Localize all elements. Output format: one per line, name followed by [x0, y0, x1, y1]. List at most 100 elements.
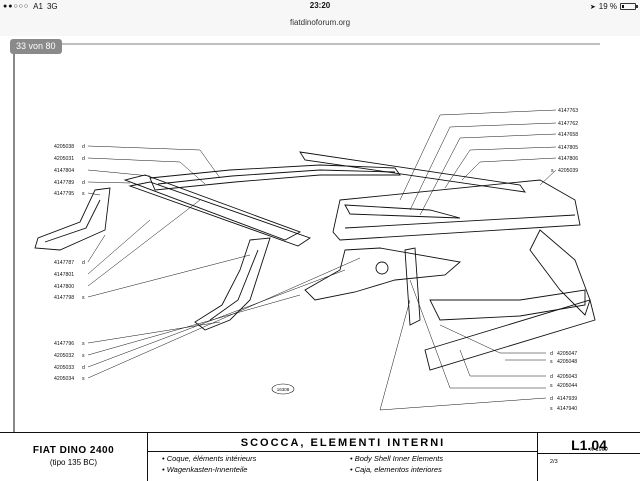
- leader-4147789: [87, 181, 131, 184]
- part-number-label: 4147789: [54, 180, 74, 186]
- roof-cross-member: [123, 174, 302, 241]
- leader-4205034: [87, 257, 361, 379]
- description-en: • Body Shell Inner Elements: [350, 454, 444, 463]
- part-number-label: 4205033: [54, 365, 74, 371]
- title-cell: SCOCCA, ELEMENTI INTERNI • Coque, élémen…: [148, 433, 538, 481]
- part-number-label: 4147796: [54, 341, 74, 347]
- leader-4205043: [459, 349, 546, 377]
- side-marker: d: [82, 144, 85, 150]
- part-number-label: 4147795: [54, 191, 74, 197]
- part-number-label: 4205039: [558, 168, 578, 174]
- sill-upper: [429, 289, 586, 321]
- part-number-label: 4147805: [558, 145, 578, 151]
- leader-4205031: [87, 157, 206, 185]
- part-number-label: 4205031: [54, 156, 74, 162]
- side-marker: s: [82, 295, 85, 301]
- part-number-label: 4147806: [558, 156, 578, 162]
- leader-4205047: [439, 324, 546, 354]
- c-pillar-right: [529, 229, 591, 316]
- drawing-stamp: 16308: [277, 387, 290, 392]
- leader-4147795: [87, 192, 101, 196]
- side-marker: d: [550, 396, 553, 402]
- description-de: • Wagenkasten-Innenteile: [162, 465, 248, 474]
- leader-4147798: [87, 254, 251, 298]
- a-pillar-left: [34, 187, 111, 251]
- leader-4147806: [461, 157, 557, 181]
- leader-4147800: [87, 199, 201, 287]
- leader-4147763: [399, 109, 557, 201]
- leader-4205032: [87, 294, 301, 356]
- part-number-label: 4205032: [54, 353, 74, 359]
- drawing-stamp-outline: [271, 383, 295, 395]
- leader-4147796: [87, 321, 221, 344]
- part-number-label: 4147658: [558, 132, 578, 138]
- leader-4147939: [379, 299, 547, 411]
- part-number-label: 4205048: [557, 359, 577, 365]
- side-marker: d: [550, 374, 553, 380]
- leader-4147804: [87, 169, 151, 177]
- roof-rail-right-upper: [299, 151, 526, 193]
- roof-cross-member-inner: [128, 181, 312, 247]
- network-type: 3G: [46, 2, 58, 11]
- side-marker: s: [82, 353, 85, 359]
- windshield-header-edge: [344, 214, 576, 229]
- side-marker: s: [82, 341, 85, 347]
- sheet-date: X-1969: [590, 447, 608, 453]
- side-marker: d: [82, 180, 85, 186]
- battery-percent: 19 %: [598, 2, 617, 11]
- part-number-label: 4147763: [558, 108, 578, 114]
- leader-4147762: [409, 122, 557, 211]
- carrier-name: A1: [33, 2, 43, 11]
- url-text[interactable]: fiatdinoforum.org: [289, 18, 351, 27]
- side-marker: d: [550, 351, 553, 357]
- battery-icon: [620, 3, 638, 10]
- description-fr: • Coque, éléments intérieurs: [162, 454, 257, 463]
- part-numbers-right-top: 4147763 4147762 4147658 4147805 4147806 42050…: [551, 108, 578, 174]
- mid-rail: [344, 204, 461, 219]
- clock: 23:20: [309, 1, 331, 10]
- side-marker: s: [550, 359, 553, 365]
- rear-quarter-panel: [304, 247, 462, 301]
- code-divider: [538, 453, 640, 454]
- side-marker: d: [82, 156, 85, 162]
- model-name: FIAT DINO 2400: [32, 445, 115, 456]
- b-pillar-inner: [209, 249, 259, 321]
- sheet-number: 2/3: [550, 459, 558, 465]
- leader-4205038: [87, 145, 221, 179]
- part-number-label: 4205047: [557, 351, 577, 357]
- quarter-panel-hole: [375, 261, 389, 275]
- side-marker: d: [82, 260, 85, 266]
- sheet-code: L1.04: [571, 437, 607, 453]
- part-number-label: 4147787: [54, 260, 74, 266]
- leader-4147801: [87, 219, 151, 275]
- side-marker: s: [550, 406, 553, 412]
- windshield-header: [332, 179, 581, 241]
- part-number-label: 4147762: [558, 121, 578, 127]
- leader-4147805: [444, 146, 557, 189]
- description-es: • Caja, elementos interiores: [350, 465, 442, 474]
- model-cell: FIAT DINO 2400 (tipo 135 BC): [0, 433, 148, 481]
- door-post: [404, 247, 421, 326]
- leader-4205033: [87, 269, 346, 368]
- leader-4205044: [409, 279, 546, 389]
- side-marker: s: [550, 383, 553, 389]
- page-indicator: 33 von 80: [10, 39, 62, 54]
- part-number-label: 4147801: [54, 272, 74, 278]
- part-number-label: 4147800: [54, 284, 74, 290]
- b-pillar: [194, 237, 271, 331]
- part-numbers-right-bottom: 4205047d4205048s4205043d4205044s4147939d…: [550, 351, 577, 412]
- part-number-label: 4147798: [54, 295, 74, 301]
- side-marker: s: [82, 376, 85, 382]
- sheet-title: SCOCCA, ELEMENTI INTERNI: [240, 437, 446, 449]
- side-marker: s: [551, 168, 554, 174]
- signal-strength-icon: ●●○○○: [3, 3, 30, 10]
- roof-rail-edge: [157, 169, 396, 185]
- body-shell-drawing: [34, 151, 596, 371]
- title-divider: [148, 451, 538, 452]
- side-marker: d: [82, 365, 85, 371]
- part-number-label: 4147940: [557, 406, 577, 412]
- browser-url-bar[interactable]: fiatdinoforum.org: [0, 14, 640, 37]
